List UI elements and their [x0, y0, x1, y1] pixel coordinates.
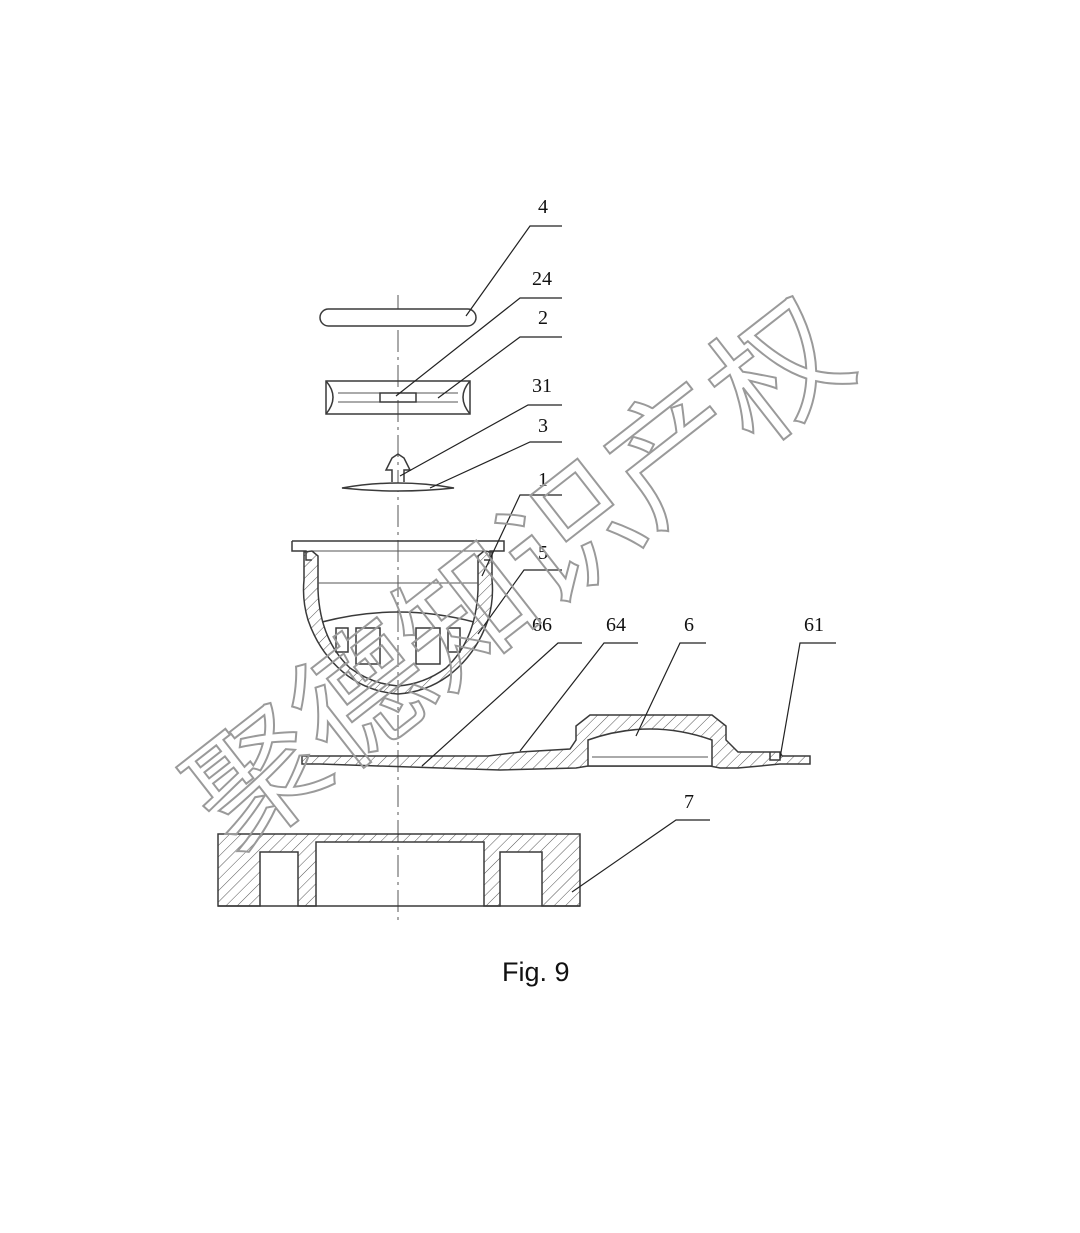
callout-24: 24 — [532, 268, 552, 290]
callout-7: 7 — [684, 791, 694, 813]
part-4-o-ring — [319, 308, 477, 327]
part-1-cup-body — [291, 540, 505, 695]
callout-1: 1 — [538, 469, 548, 491]
callout-31: 31 — [532, 375, 552, 397]
callout-5: 5 — [538, 542, 548, 564]
callout-61: 61 — [804, 614, 824, 636]
callout-4: 4 — [538, 196, 548, 218]
callout-66: 66 — [532, 614, 552, 636]
part-3-disc-with-stem — [341, 453, 455, 492]
leader-lines — [395, 225, 836, 893]
watermark-text: 聚德知识产权 — [160, 271, 879, 880]
part-2-grooved-ring — [325, 380, 471, 415]
callout-2: 2 — [538, 307, 548, 329]
callout-3: 3 — [538, 415, 548, 437]
part-7-base-block — [217, 833, 581, 907]
part-6-plate-with-cap — [301, 714, 811, 771]
callout-6: 6 — [684, 614, 694, 636]
figure-caption: Fig. 9 — [502, 957, 570, 987]
callout-64: 64 — [606, 614, 626, 636]
